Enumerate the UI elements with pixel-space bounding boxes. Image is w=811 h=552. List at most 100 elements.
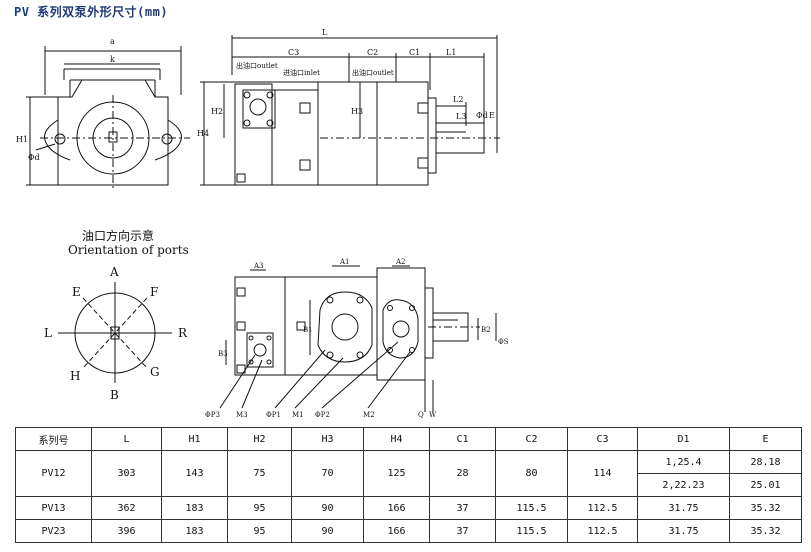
table-cell: 90: [291, 519, 364, 543]
label-m2: M2: [363, 411, 375, 419]
orientation-title-cn: 油口方向示意: [82, 228, 154, 243]
port-a: A: [109, 265, 119, 279]
dim-c1: C1: [409, 48, 420, 57]
dim-c3: C3: [288, 48, 299, 57]
dim-phi-d1: Φd: [476, 111, 488, 120]
table-cell: 35.32: [729, 519, 802, 543]
label-php2: ΦP2: [315, 411, 330, 419]
table-cell: 166: [363, 519, 430, 543]
port-b: B: [110, 388, 119, 402]
port-l: L: [44, 326, 52, 340]
dim-a2: A2: [395, 258, 406, 266]
dim-b3: B3: [218, 350, 228, 358]
label-outlet-2: 出油口outlet: [352, 68, 394, 77]
table-cell: 80: [495, 450, 568, 497]
table-header: D1: [637, 427, 730, 451]
port-f: F: [150, 285, 158, 299]
table-cell: 31.75: [637, 519, 730, 543]
table-cell: PV23: [15, 519, 92, 543]
table-cell: PV13: [15, 496, 92, 520]
table-cell: 35.32: [729, 496, 802, 520]
port-e: E: [72, 285, 81, 299]
table-cell: PV12: [15, 450, 92, 497]
table-cell: 112.5: [567, 496, 638, 520]
technical-drawing: a k H1 Φd L C3 C2 C1 L1 L2 L3 H2 H4 H3 Φ…: [16, 28, 509, 419]
dim-phid: Φd: [28, 153, 40, 162]
orientation-diagram: [58, 282, 172, 383]
side-view: [200, 35, 500, 186]
table-cell: 362: [91, 496, 162, 520]
table-cell: 37: [429, 519, 496, 543]
table-row: PV12 303 143 75 70 125 28 80 114 1,25.4 …: [15, 450, 802, 497]
page-title: PV 系列双泵外形尺寸(mm): [14, 5, 169, 19]
label-php1: ΦP1: [266, 411, 281, 419]
table-cell: 95: [227, 519, 292, 543]
label-m1: M1: [292, 411, 304, 419]
bottom-view: [219, 265, 497, 412]
dim-l3: L3: [456, 112, 466, 121]
table-header: E: [729, 427, 802, 451]
dim-l2: L2: [453, 95, 463, 104]
table-cell: 31.75: [637, 496, 730, 520]
table-cell: 28.18: [729, 450, 802, 474]
table-header: C2: [495, 427, 568, 451]
dimension-table: 系列号 L H1 H2 H3 H4 C1 C2 C3 D1 E PV12 303…: [15, 427, 802, 543]
dim-h2: H2: [211, 107, 223, 116]
table-cell: 125: [363, 450, 430, 497]
table-header: H1: [161, 427, 228, 451]
port-r: R: [178, 326, 188, 340]
dim-a1: A1: [339, 258, 350, 266]
label-outlet-1: 出油口outlet: [236, 61, 278, 70]
front-view: [26, 46, 190, 190]
dim-l1: L1: [446, 48, 456, 57]
table-cell: 143: [161, 450, 228, 497]
table-header: H2: [227, 427, 292, 451]
label-q: Q: [418, 411, 424, 419]
table-header: C3: [567, 427, 638, 451]
table-row: PV23 396 183 95 90 166 37 115.5 112.5 31…: [15, 519, 802, 543]
table-cell: 95: [227, 496, 292, 520]
orientation-title-en: Orientation of ports: [68, 243, 189, 257]
dim-l: L: [322, 28, 328, 37]
label-m3: M3: [236, 411, 248, 419]
dim-b1: B1: [303, 326, 313, 334]
table-header: H3: [291, 427, 364, 451]
label-php3: ΦP3: [205, 411, 220, 419]
table-cell: 112.5: [567, 519, 638, 543]
dim-h3: H3: [351, 107, 363, 116]
table-cell: 114: [567, 450, 638, 497]
table-cell: 303: [91, 450, 162, 497]
table-header: 系列号: [15, 427, 92, 451]
dim-phis: ΦS: [498, 338, 509, 346]
label-inlet: 进油口inlet: [283, 68, 320, 77]
dim-a: a: [110, 37, 115, 46]
table-cell: 1,25.4: [637, 450, 730, 474]
table-header-row: 系列号 L H1 H2 H3 H4 C1 C2 C3 D1 E: [15, 427, 802, 451]
table-cell: 115.5: [495, 496, 568, 520]
dim-k: k: [110, 55, 115, 64]
port-h: H: [70, 369, 80, 383]
table-cell: 75: [227, 450, 292, 497]
table-cell: 183: [161, 496, 228, 520]
dim-h1: H1: [16, 135, 28, 144]
table-cell: 90: [291, 496, 364, 520]
table-cell: 37: [429, 496, 496, 520]
dim-a3: A3: [253, 262, 264, 270]
table-cell: 28: [429, 450, 496, 497]
dim-e: E: [489, 111, 495, 120]
table-cell: 2,22.23: [637, 473, 730, 497]
table-header: C1: [429, 427, 496, 451]
dim-b2: B2: [481, 326, 491, 334]
table-cell: 166: [363, 496, 430, 520]
table-cell: 115.5: [495, 519, 568, 543]
table-cell: 183: [161, 519, 228, 543]
table-header: H4: [363, 427, 430, 451]
dim-h4: H4: [197, 129, 209, 138]
table-cell: 70: [291, 450, 364, 497]
dim-c2: C2: [367, 48, 378, 57]
table-row: PV13 362 183 95 90 166 37 115.5 112.5 31…: [15, 496, 802, 520]
table-cell: 396: [91, 519, 162, 543]
label-w: W: [429, 411, 437, 419]
table-cell: 25.01: [729, 473, 802, 497]
port-g: G: [150, 365, 160, 379]
